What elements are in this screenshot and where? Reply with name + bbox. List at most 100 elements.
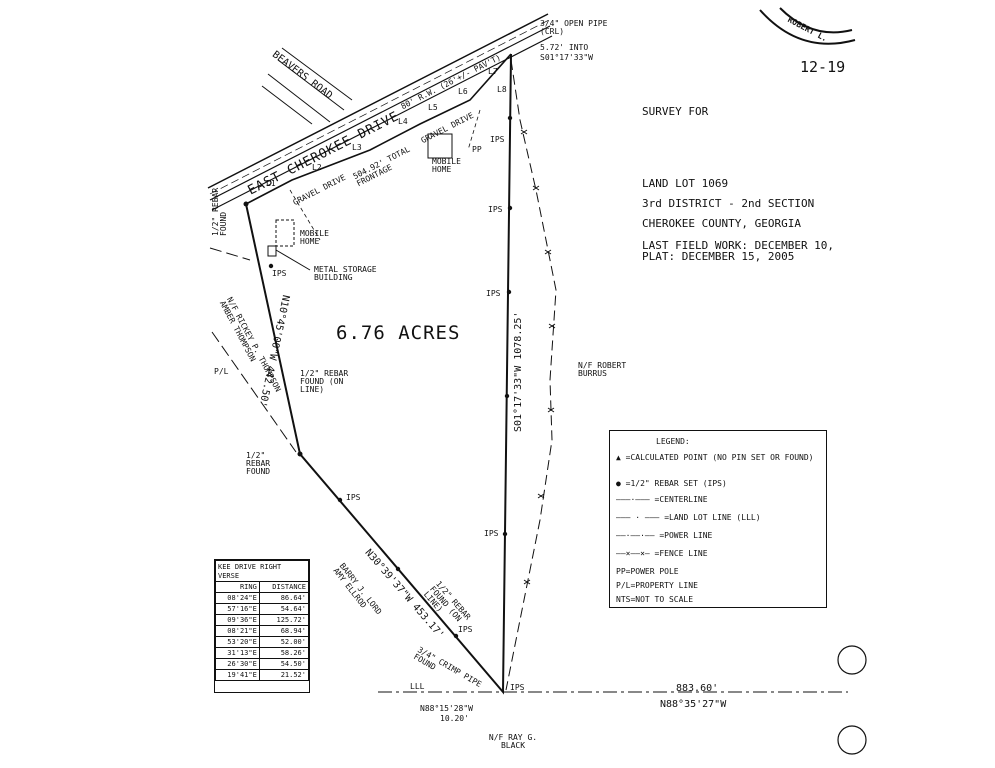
legend-property-line: P/L=PROPERTY LINE (616, 581, 698, 590)
segment-l2: L2 (312, 163, 322, 172)
adjoining-east: N/F ROBERT BURRUS (578, 361, 627, 378)
legend-fence-line: ——×——×— =FENCE LINE (616, 549, 708, 558)
structures (267, 133, 453, 271)
legend-box: LEGEND: ▲ =CALCULATED POINT (NO PIN SET … (609, 430, 827, 608)
legend-calculated-point: ▲ =CALCULATED POINT (NO PIN SET OR FOUND… (616, 453, 814, 462)
ips-label-2: IPS (488, 205, 503, 214)
mobile-home-label-1: MOBILE HOME (300, 229, 329, 246)
table-header-bearing: RING (215, 581, 260, 593)
land-lot-label: LAND LOT 1069 (642, 177, 729, 190)
table-cell: 08'24"E (215, 592, 260, 604)
segment-l4: L4 (398, 117, 408, 126)
acreage-label: 6.76 ACRES (336, 322, 461, 344)
land-lot-line-symbol: ——— · ——— (616, 513, 660, 522)
intd-label: 5.72' INTO (540, 43, 589, 52)
legend-rebar-set: ● =1/2" REBAR SET (IPS) (616, 479, 727, 488)
triangle-icon: ▲ (616, 453, 621, 462)
east-line-bearing: S01°17'33"W 1078.25' (513, 311, 524, 432)
metal-storage-label: METAL STORAGE BUILDING (314, 265, 377, 282)
table-cell: 53'20"E (215, 636, 260, 648)
fence-line-symbol: ——×——×— (616, 549, 650, 558)
surveyor-seal (759, 7, 856, 45)
right-of-way-curve-table: KEE DRIVE RIGHT VERSE RING DISTANCE 08'2… (214, 559, 310, 693)
beavers-road (261, 47, 353, 125)
table-cell: 26'30"E (215, 658, 260, 670)
survey-for-label: SURVEY FOR (642, 105, 709, 118)
segment-l3: L3 (352, 143, 362, 152)
district-label: 3rd DISTRICT - 2nd SECTION (642, 197, 815, 210)
property-boundary (245, 53, 512, 695)
pp-label: PP (472, 145, 482, 154)
table-cell: 68.94' (258, 625, 310, 637)
legend-title: LEGEND: (656, 437, 690, 446)
fence-marks (520, 129, 556, 585)
table-cell: 54.64' (258, 603, 310, 615)
fence-line (505, 59, 557, 691)
adjoining-south: N/F RAY G. BLACK (488, 733, 538, 750)
table-cell: 54.50' (258, 658, 310, 670)
table-cell: 19'41"E (215, 669, 260, 681)
table-cell: 86.64' (258, 592, 310, 604)
table-cell: 125.72' (258, 614, 310, 626)
legend-centerline: ———·——— =CENTERLINE (616, 495, 708, 504)
table-cell: 31'13"E (215, 647, 260, 659)
legend-power-pole: PP=POWER POLE (616, 567, 679, 576)
south-bearing-label: N88°15'28"W (420, 704, 473, 713)
plat-date-label: PLAT: DECEMBER 15, 2005 (642, 250, 795, 263)
segment-l1: L1 (266, 179, 276, 188)
segment-l6: L6 (458, 87, 468, 96)
lll-distance-label: 883.60' (676, 683, 719, 694)
rebar-sw-label: 1/2" REBAR FOUND (246, 451, 271, 476)
table-cell: 21.52' (258, 669, 310, 681)
county-label: CHEROKEE COUNTY, GEORGIA (642, 217, 801, 230)
segment-l7: L7 (488, 67, 498, 76)
power-line (289, 109, 481, 241)
legend-power-line: ——·——·—— =POWER LINE (616, 531, 713, 540)
ips-label-8: IPS (510, 683, 525, 692)
field-work-label: LAST FIELD WORK: DECEMBER 10, (642, 239, 835, 252)
table-cell: 58.26' (258, 647, 310, 659)
lll-label: LLL (410, 682, 425, 691)
open-pipe-label: 3/4" OPEN PIPE (CRL) (540, 19, 608, 36)
mobile-home-label-2: MOBILE HOME (432, 157, 461, 174)
table-cell: 57'16"E (215, 603, 260, 615)
ips-label-4: IPS (484, 529, 499, 538)
table-cell: 52.00' (258, 636, 310, 648)
rebar-w-label: 1/2" REBAR FOUND (ON LINE) (300, 369, 349, 394)
table-cell: 09'36"E (215, 614, 260, 626)
south-distance-label: 10.20' (440, 714, 469, 723)
legend-land-lot-line: ——— · ——— =LAND LOT LINE (LLL) (616, 513, 761, 522)
pl-label: P/L (214, 367, 229, 376)
table-cell: 08'21"E (215, 625, 260, 637)
legend-not-to-scale: NTS=NOT TO SCALE (616, 595, 694, 604)
ips-label-6: IPS (346, 493, 361, 502)
segment-l8: L8 (497, 85, 507, 94)
pin-markers (243, 115, 513, 639)
filled-circle-icon: ● (616, 479, 621, 488)
table-caption: KEE DRIVE RIGHT VERSE (215, 560, 309, 582)
lll-bearing-label: N88°35'27"W (660, 699, 727, 710)
centerline-symbol: ———·——— (616, 495, 650, 504)
power-line-symbol: ——·——·—— (616, 531, 655, 540)
margin-circles (837, 645, 867, 755)
east-cherokee-drive (207, 13, 553, 211)
ips-label-1: IPS (490, 135, 505, 144)
rebar-nw-label: 1/2" REBAR FOUND (211, 187, 228, 236)
ips-label-5: IPS (272, 269, 287, 278)
table-header-distance: DISTANCE (258, 581, 310, 593)
adjoining-property-line (209, 247, 297, 453)
ips-label-3: IPS (486, 289, 501, 298)
top-bearing-label: S01°17'33"W (540, 53, 593, 62)
ips-label-7: IPS (458, 625, 473, 634)
segment-l5: L5 (428, 103, 438, 112)
page-ref: 12-19 (800, 58, 846, 76)
